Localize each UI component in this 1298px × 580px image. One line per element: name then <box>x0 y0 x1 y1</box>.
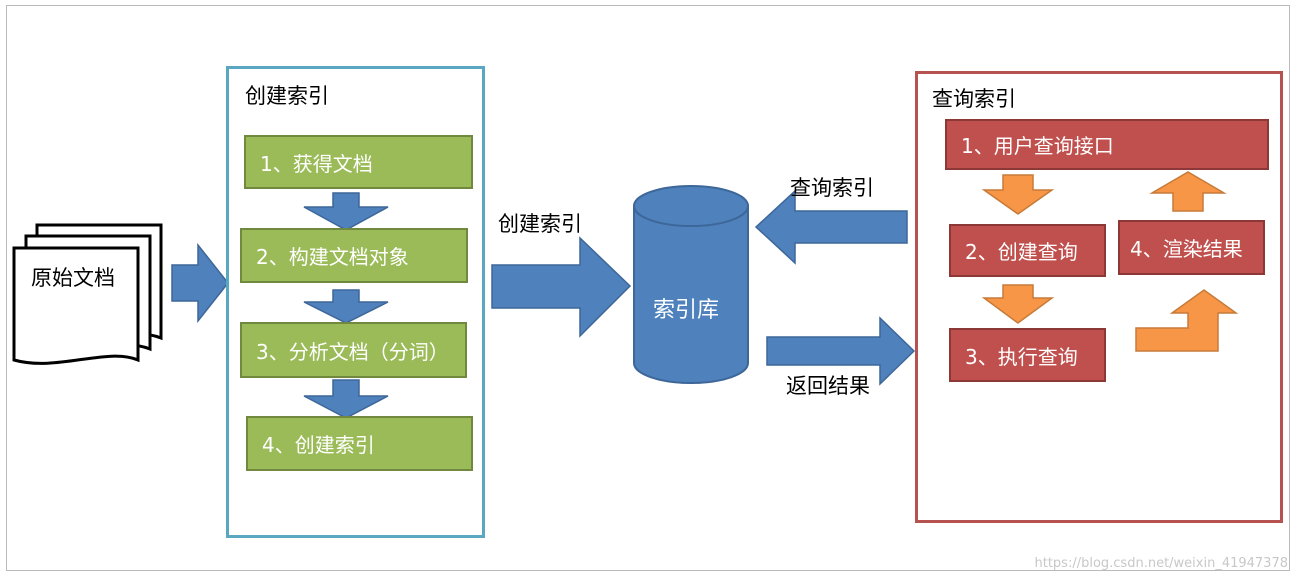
index-database-label: 索引库 <box>653 298 720 323</box>
create-index-arrow-label: 创建索引 <box>498 212 582 236</box>
arrow-step2-to-step3 <box>303 289 389 324</box>
query-step-3: 3、执行查询 <box>949 328 1106 382</box>
index-database-icon <box>633 185 749 384</box>
query-step-2: 2、创建查询 <box>949 224 1106 277</box>
query-index-panel: 查询索引 <box>915 71 1283 523</box>
create-index-panel: 创建索引 <box>226 66 485 538</box>
arrow-index-to-db <box>491 236 632 338</box>
return-results-arrow-label: 返回结果 <box>786 374 870 398</box>
index-step-4: 4、创建索引 <box>246 416 473 471</box>
arrow-step3-to-step4 <box>303 379 389 419</box>
query-index-panel-title: 查询索引 <box>932 87 1016 111</box>
query-step-1: 1、用户查询接口 <box>945 119 1269 170</box>
arrow-q3-to-q4-bend <box>1135 289 1239 352</box>
create-index-panel-title: 创建索引 <box>245 84 329 108</box>
diagram-frame <box>6 5 1290 571</box>
arrow-q1-to-q2 <box>981 174 1055 215</box>
arrow-step1-to-step2 <box>303 192 389 231</box>
index-step-2: 2、构建文档对象 <box>240 228 468 283</box>
query-step-4: 4、渲染结果 <box>1118 220 1265 275</box>
arrow-query-to-db <box>754 189 908 265</box>
index-step-3: 3、分析文档（分词） <box>240 322 467 378</box>
arrow-q2-to-q3 <box>981 284 1055 324</box>
arrow-q4-up <box>1149 171 1227 212</box>
arrow-results-to-query <box>766 316 916 386</box>
source-docs-label: 原始文档 <box>31 266 115 290</box>
document-stack-icon <box>12 223 163 365</box>
query-index-arrow-label: 查询索引 <box>790 176 874 200</box>
arrow-docs-to-index <box>171 242 229 324</box>
watermark-text: https://blog.csdn.net/weixin_41947378 <box>1034 556 1288 571</box>
index-step-1: 1、获得文档 <box>244 135 473 189</box>
